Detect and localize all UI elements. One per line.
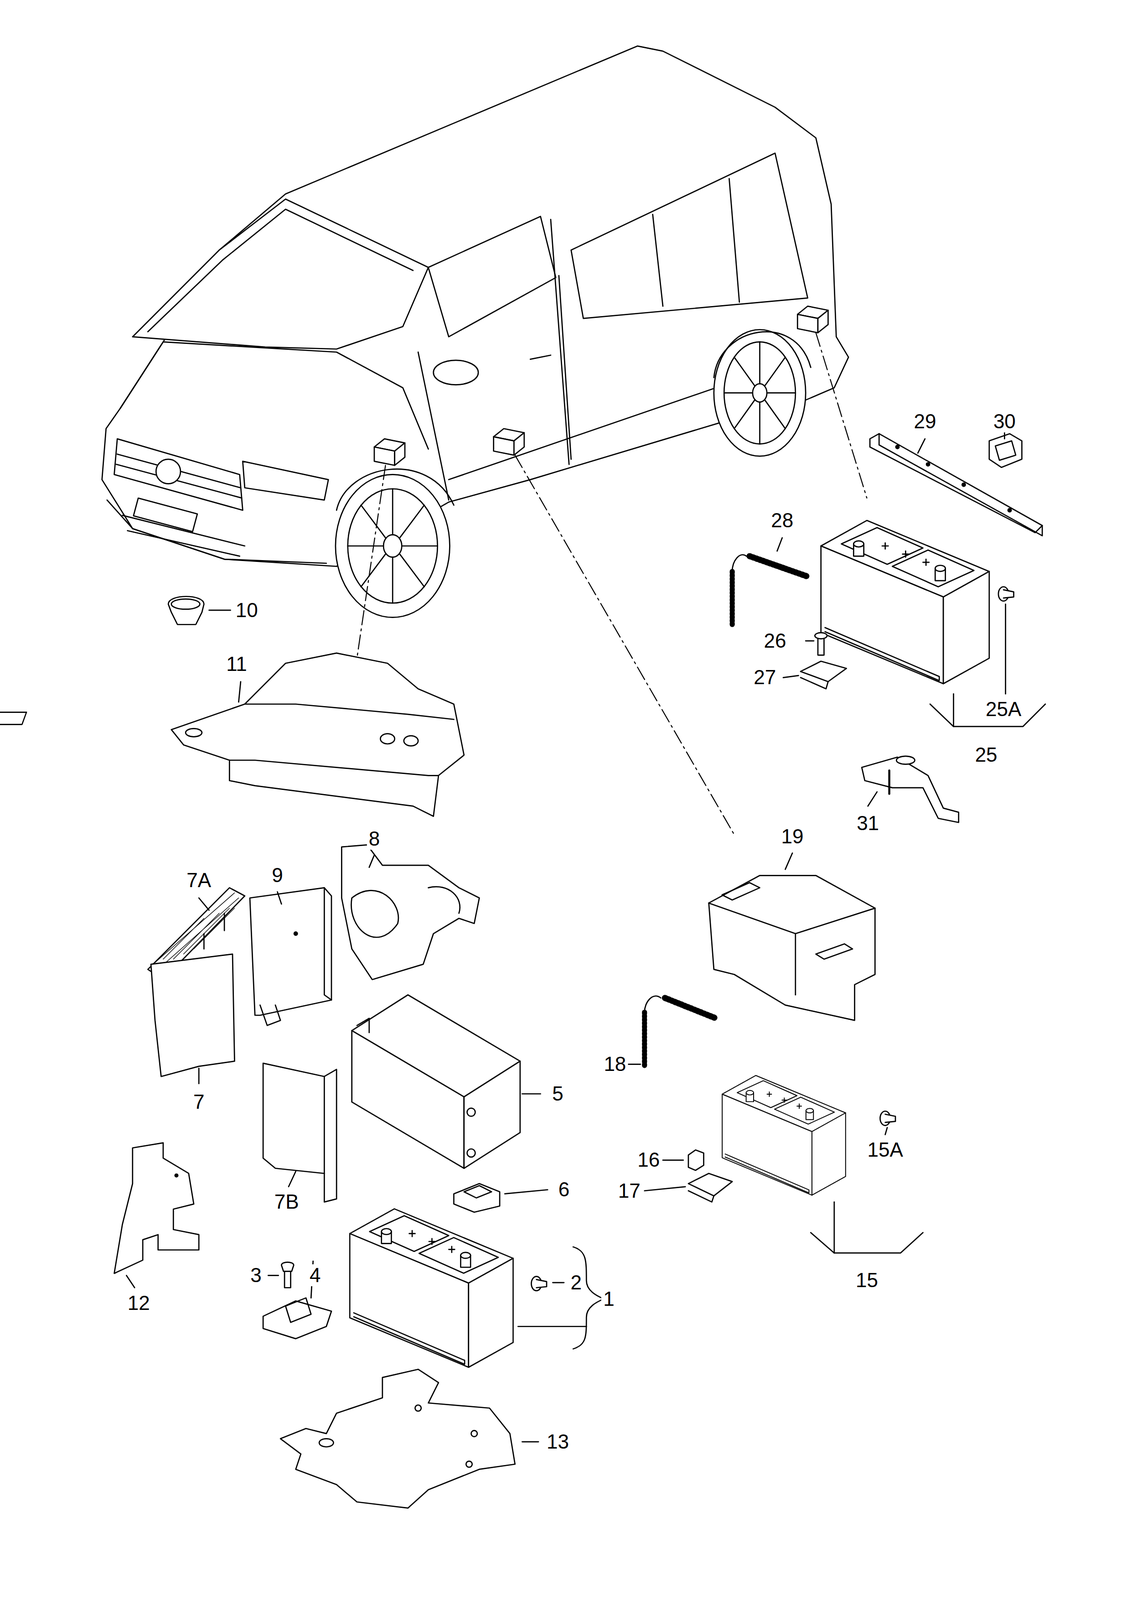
callout-number: 31	[854, 811, 881, 834]
callout-number: 10	[233, 599, 260, 621]
callout-number: 7B	[272, 1190, 301, 1213]
callout-number: 16	[635, 1148, 662, 1171]
callout-number: 12	[125, 1291, 152, 1314]
callout-number: 8	[366, 827, 382, 850]
callout-number: 25A	[983, 697, 1024, 720]
callout-number: 27	[751, 666, 778, 688]
callout-number: 13	[544, 1430, 571, 1453]
callout-number: 15A	[865, 1138, 905, 1161]
callout-number: 28	[769, 509, 796, 532]
callout-number: 4	[307, 1263, 323, 1286]
callout-number: 30	[991, 410, 1018, 433]
callout-number: 26	[762, 629, 789, 652]
van-illustration	[102, 46, 868, 835]
callout-number: 7	[191, 1090, 207, 1113]
parts-bottom	[263, 1208, 604, 1508]
callout-number: 11	[224, 652, 249, 675]
callout-number: 3	[248, 1263, 264, 1286]
callout-number: 29	[911, 410, 938, 433]
parts-right-lower	[627, 852, 924, 1253]
callout-number: 7A	[184, 868, 213, 891]
callout-number: 25	[973, 743, 1000, 766]
parts-left	[114, 844, 548, 1288]
callout-number: 19	[779, 825, 806, 848]
callout-number: 18	[601, 1052, 628, 1075]
parts-rear	[732, 432, 1046, 823]
callout-number: 17	[616, 1179, 643, 1202]
callout-number: 2	[568, 1271, 584, 1293]
callout-number: 9	[269, 863, 285, 886]
parts-front	[0, 596, 465, 817]
callout-number: 5	[550, 1082, 565, 1105]
callout-number: 6	[556, 1178, 572, 1200]
callout-number: 15	[853, 1268, 880, 1291]
callout-number: 1	[601, 1287, 616, 1310]
